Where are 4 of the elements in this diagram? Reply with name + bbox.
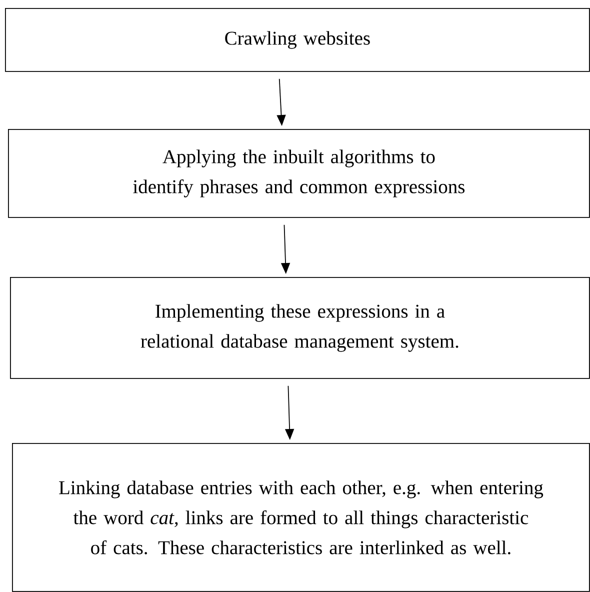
process-box: Implementing these expressions in a relational database management system. — [10, 277, 590, 379]
process-box: Crawling websites — [5, 8, 590, 72]
process-box: Linking database entries with each other, e.g. when entering the word cat, links are formed to all things characteristic of cats. These characteristics are interlinked as well. — [12, 443, 590, 592]
process-box: Applying the inbuilt algorithms to identify phrases and common expressions — [8, 129, 590, 218]
